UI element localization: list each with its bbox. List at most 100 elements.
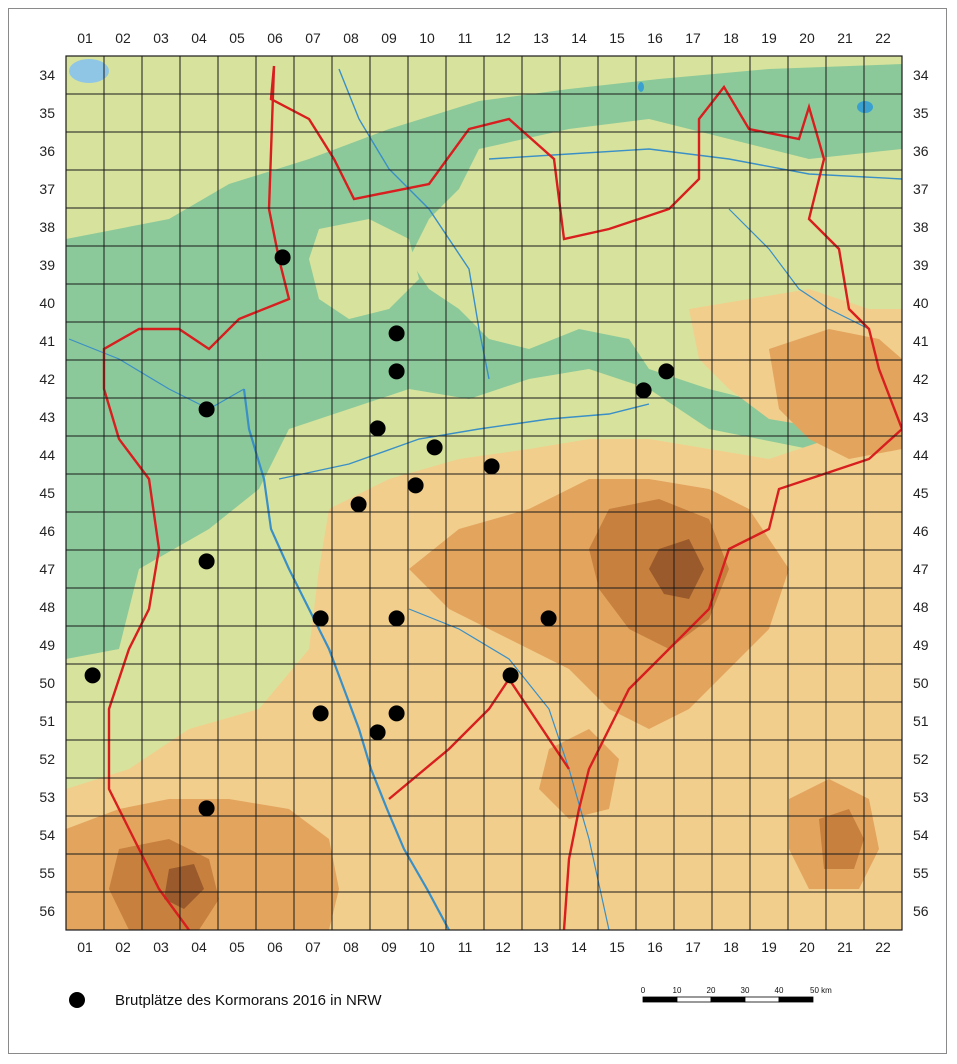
row-label: 37	[913, 181, 929, 197]
column-label: 03	[153, 30, 169, 46]
column-label: 07	[305, 939, 321, 955]
column-label: 22	[875, 30, 891, 46]
rhine-river	[242, 388, 450, 930]
row-label: 46	[913, 523, 929, 539]
row-label: 40	[39, 295, 55, 311]
breeding-site-dot	[312, 705, 329, 722]
column-label: 04	[191, 939, 207, 955]
row-label: 45	[39, 485, 55, 501]
scale-tick-label: 40	[775, 986, 784, 995]
column-label: 08	[343, 30, 359, 46]
row-label: 35	[913, 105, 929, 121]
peak-area	[649, 539, 704, 599]
upland-area	[769, 329, 902, 459]
column-label: 13	[533, 939, 549, 955]
column-label: 16	[647, 939, 663, 955]
column-label: 08	[343, 939, 359, 955]
column-label: 18	[723, 939, 739, 955]
peak-area	[164, 864, 204, 909]
column-label: 03	[153, 939, 169, 955]
column-label: 09	[381, 939, 397, 955]
river	[338, 68, 490, 380]
column-label: 11	[458, 30, 473, 46]
lake	[69, 59, 109, 83]
column-label: 21	[837, 939, 853, 955]
row-label: 56	[39, 903, 55, 919]
scale-segment	[642, 996, 678, 1003]
row-labels-right: 3435363738394041424344454647484950515253…	[913, 67, 929, 919]
mountain-area	[109, 839, 219, 930]
lake	[857, 101, 873, 113]
row-label: 50	[39, 675, 55, 691]
breeding-site-dot	[407, 477, 424, 494]
row-label: 43	[39, 409, 55, 425]
breeding-site-dot	[635, 382, 652, 399]
column-label: 20	[799, 939, 815, 955]
column-label: 14	[571, 939, 587, 955]
column-label: 18	[723, 30, 739, 46]
breeding-site-dot	[198, 553, 215, 570]
column-label: 19	[761, 939, 777, 955]
row-label: 52	[39, 751, 55, 767]
scale-segment	[676, 996, 712, 1003]
legend: Brutplätze des Kormorans 2016 in NRW	[69, 988, 382, 1012]
breeding-site-dot	[350, 496, 367, 513]
row-label: 52	[913, 751, 929, 767]
plain-area	[309, 219, 419, 319]
scale-tick-label: 50 km	[810, 986, 832, 995]
river	[408, 608, 610, 930]
row-label: 43	[913, 409, 929, 425]
nrw-border	[102, 65, 902, 930]
river	[728, 208, 870, 330]
breeding-site-dot	[312, 610, 329, 627]
column-label: 13	[533, 30, 549, 46]
row-label: 34	[39, 67, 55, 83]
row-label: 39	[39, 257, 55, 273]
row-label: 44	[39, 447, 55, 463]
column-label: 11	[458, 939, 473, 955]
column-label: 05	[229, 30, 245, 46]
scale-tick-label: 0	[641, 986, 646, 995]
row-label: 34	[913, 67, 929, 83]
row-label: 42	[39, 371, 55, 387]
column-label: 09	[381, 30, 397, 46]
column-label: 10	[419, 939, 435, 955]
row-label: 55	[39, 865, 55, 881]
scale-tick-label: 30	[741, 986, 750, 995]
row-label: 55	[913, 865, 929, 881]
row-label: 47	[39, 561, 55, 577]
row-labels-left: 3435363738394041424344454647484950515253…	[39, 67, 55, 919]
breeding-site-dot	[388, 363, 405, 380]
column-label: 10	[419, 30, 435, 46]
column-label: 19	[761, 30, 777, 46]
row-label: 54	[39, 827, 55, 843]
breeding-site-dot	[198, 401, 215, 418]
breeding-site-dot	[426, 439, 443, 456]
lake	[638, 82, 644, 92]
row-label: 39	[913, 257, 929, 273]
column-label: 06	[267, 30, 283, 46]
row-label: 48	[39, 599, 55, 615]
river	[68, 338, 245, 410]
column-label: 02	[115, 939, 131, 955]
scale-segment	[744, 996, 780, 1003]
row-label: 42	[913, 371, 929, 387]
column-label: 15	[609, 939, 625, 955]
breeding-sites	[84, 249, 675, 817]
breeding-site-dot	[369, 420, 386, 437]
row-label: 38	[39, 219, 55, 235]
column-label: 20	[799, 30, 815, 46]
row-label: 37	[39, 181, 55, 197]
breeding-site-dot	[388, 325, 405, 342]
row-label: 47	[913, 561, 929, 577]
grid-lines	[66, 56, 902, 930]
column-label: 02	[115, 30, 131, 46]
column-label: 07	[305, 30, 321, 46]
breeding-site-dot	[274, 249, 291, 266]
row-label: 53	[913, 789, 929, 805]
row-label: 41	[913, 333, 929, 349]
scale-segment	[778, 996, 814, 1003]
breeding-site-dot	[483, 458, 500, 475]
